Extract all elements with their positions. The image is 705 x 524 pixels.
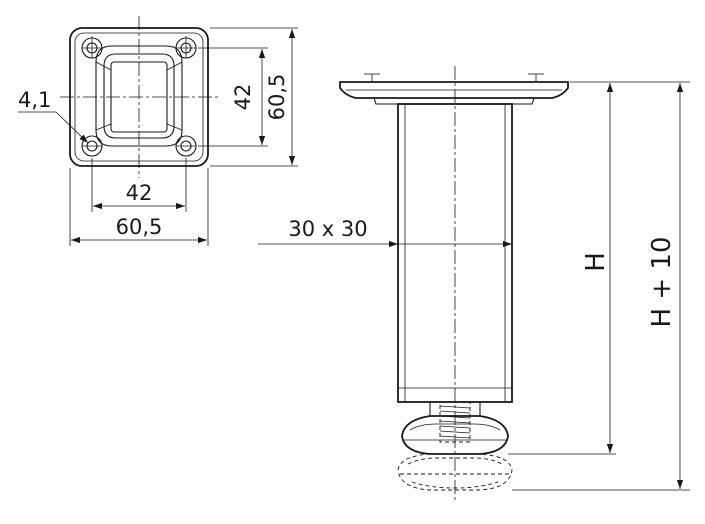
hole-spacing-vertical-label: 42: [231, 84, 255, 111]
height-max-dimension: H + 10: [512, 83, 690, 491]
hole-spacing-vertical-dimension: 42: [198, 47, 268, 147]
adjustable-foot: [401, 415, 509, 455]
tube-section-label: 30 x 30: [288, 217, 367, 241]
hole-spacing-horizontal-dimension: 42: [91, 158, 187, 212]
hole-spacing-horizontal-label: 42: [126, 181, 153, 205]
side-view-leg: [339, 66, 569, 500]
plate-height-label: 60,5: [265, 74, 289, 121]
socket-outer: [95, 45, 183, 147]
top-view-plate: [60, 16, 218, 178]
plate-collar: [373, 97, 535, 105]
hole-diameter-label: 4,1: [18, 88, 51, 112]
hole-diameter-dimension: 4,1: [18, 88, 89, 144]
height-max-label: H + 10: [647, 237, 677, 328]
height-label: H: [581, 252, 611, 272]
tube-section-dimension: 30 x 30: [258, 217, 512, 248]
plate-width-dimension: 60,5: [69, 168, 209, 246]
mounting-plate-side: [339, 81, 569, 99]
adjustable-foot-extended: [397, 453, 513, 491]
socket-mid: [103, 53, 175, 139]
plate-width-label: 60,5: [116, 215, 163, 239]
height-dimension: H: [508, 81, 690, 455]
plate-height-dimension: 60,5: [210, 27, 298, 167]
